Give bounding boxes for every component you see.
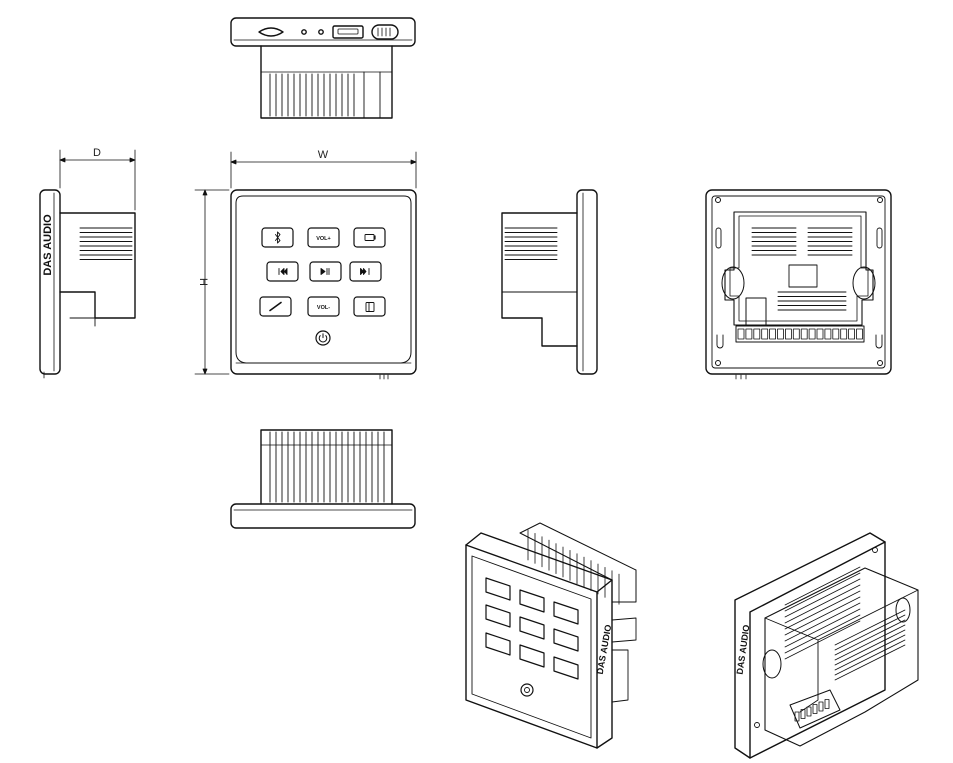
cooling-fin	[784, 608, 861, 648]
terminal	[818, 701, 824, 712]
front-view	[230, 189, 417, 380]
source-button[interactable]	[353, 296, 386, 317]
terminal	[777, 328, 784, 340]
mode-button[interactable]	[353, 227, 386, 248]
cooling-fin	[784, 614, 861, 654]
terminal	[792, 328, 800, 340]
next-button[interactable]	[349, 261, 382, 282]
mute-button[interactable]	[259, 296, 292, 317]
terminal	[737, 328, 745, 340]
keypad-key	[485, 577, 511, 601]
usb-port-icon	[332, 25, 364, 39]
mode-icon	[364, 234, 375, 241]
keypad-key	[519, 589, 545, 613]
cooling-fin	[834, 639, 906, 676]
terminal	[824, 328, 832, 340]
cooling-fin	[784, 596, 861, 636]
terminal	[832, 328, 840, 340]
terminal	[848, 328, 855, 340]
terminal	[808, 328, 816, 340]
terminal	[840, 328, 848, 340]
terminal	[785, 328, 792, 340]
keypad-key	[553, 656, 579, 680]
pause-icon	[326, 268, 330, 275]
button-icons	[269, 231, 376, 312]
play-pause-button[interactable]	[309, 261, 342, 282]
play-icon	[320, 268, 326, 275]
terminal	[816, 328, 824, 340]
terminal	[806, 706, 812, 717]
next-icon	[360, 268, 370, 275]
terminal	[745, 328, 753, 340]
cooling-fin	[784, 584, 861, 624]
terminal	[753, 328, 761, 340]
cooling-fin	[784, 590, 861, 630]
power-button	[520, 683, 534, 697]
terminal	[812, 704, 818, 714]
cooling-fin	[834, 644, 906, 681]
top-view	[230, 17, 416, 119]
terminal	[824, 699, 830, 709]
sd-slot-icon	[258, 27, 284, 37]
cooling-fin	[834, 629, 906, 666]
cooling-fin	[834, 619, 906, 656]
dimension-lines	[59, 149, 417, 375]
depth-dimension-label: D	[93, 147, 101, 159]
left-side-view	[39, 189, 136, 379]
jack-icon	[301, 29, 307, 35]
terminal	[769, 328, 776, 340]
vol-down-label: VOL-	[317, 305, 330, 311]
source-icon	[365, 302, 375, 312]
bluetooth-button[interactable]	[261, 227, 294, 248]
vol-down-button[interactable]	[307, 296, 340, 317]
jack-icon	[318, 29, 324, 35]
right-side-view	[501, 189, 598, 375]
previous-button[interactable]	[266, 261, 299, 282]
cooling-fin	[784, 578, 861, 618]
mute-icon	[269, 301, 282, 312]
brand-logo-iso-back: DAS AUDIO	[735, 624, 752, 675]
power-icon	[318, 335, 328, 343]
power-button[interactable]	[315, 330, 331, 346]
previous-icon	[278, 268, 288, 275]
keypad-key	[553, 601, 579, 625]
cooling-fin	[784, 602, 861, 642]
width-dimension-label: W	[318, 149, 329, 161]
cooling-fin	[834, 609, 906, 646]
terminal	[800, 709, 806, 719]
keypad-key	[485, 632, 511, 656]
keypad-key	[519, 616, 545, 640]
vol-up-button[interactable]	[307, 227, 340, 248]
switch-icon	[371, 24, 399, 40]
terminal	[794, 711, 800, 722]
cooling-fin	[834, 614, 906, 651]
brand-logo-side: DAS AUDIO	[42, 214, 54, 276]
height-dimension-label: H	[197, 278, 209, 286]
vol-up-label: VOL+	[316, 236, 331, 242]
keypad	[259, 227, 386, 346]
bottom-view	[230, 429, 416, 529]
cooling-fin	[784, 620, 861, 660]
cooling-fin	[784, 572, 861, 612]
cooling-fin	[784, 566, 861, 606]
cooling-fin	[834, 624, 906, 661]
keypad-key	[553, 628, 579, 652]
isometric-front-view	[465, 522, 637, 749]
isometric-back-view	[734, 532, 919, 759]
terminal	[800, 328, 808, 340]
terminal	[856, 328, 863, 340]
keypad-key	[519, 644, 545, 668]
keypad-key	[485, 604, 511, 628]
terminal	[761, 328, 769, 340]
bluetooth-icon	[275, 231, 281, 244]
cooling-fin	[834, 634, 906, 671]
back-view	[705, 189, 892, 380]
